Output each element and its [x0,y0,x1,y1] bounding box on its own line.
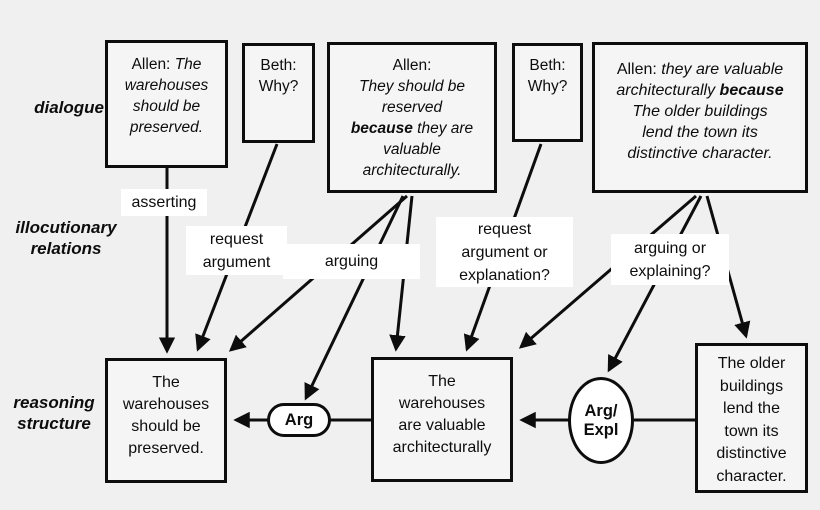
dialogue-box-beth-2: Beth: Why? [512,43,583,142]
relation-label-arguing-or-explaining: arguing or explaining? [611,234,729,285]
dialogue-box-allen-3: Allen: they are valuable architecturally… [592,42,808,193]
dialogue-box-allen-1: Allen: The warehouses should be preserve… [105,40,228,168]
row-label-reasoning-structure: reasoning structure [13,393,95,433]
arg-node: Arg [267,403,331,437]
reasoning-box-warehouses-preserved: The warehouses should be preserved. [105,358,227,483]
reasoning-box-warehouses-valuable: The warehouses are valuable architectura… [371,357,513,482]
arrow-arguing-or-explaining-to-premise [518,194,697,349]
row-label-illocutionary-relations: illocutionary relations [15,218,117,258]
arrow-arguing-to-arg-node [304,195,405,401]
reasoning-box-older-buildings: The older buildings lend the town its di… [695,343,808,493]
relation-label-asserting: asserting [121,189,207,216]
arg-expl-node: Arg/ Expl [568,377,634,464]
relation-label-arguing: arguing [283,244,420,279]
dialogue-box-allen-2: Allen: They should be reserved because t… [327,42,497,193]
relation-label-request-argument: request argument [186,226,287,275]
dialogue-box-beth-1: Beth: Why? [242,43,315,143]
relation-label-request-argument-or-explanation: request argument or explanation? [436,217,573,287]
row-label-dialogue: dialogue [34,98,104,117]
